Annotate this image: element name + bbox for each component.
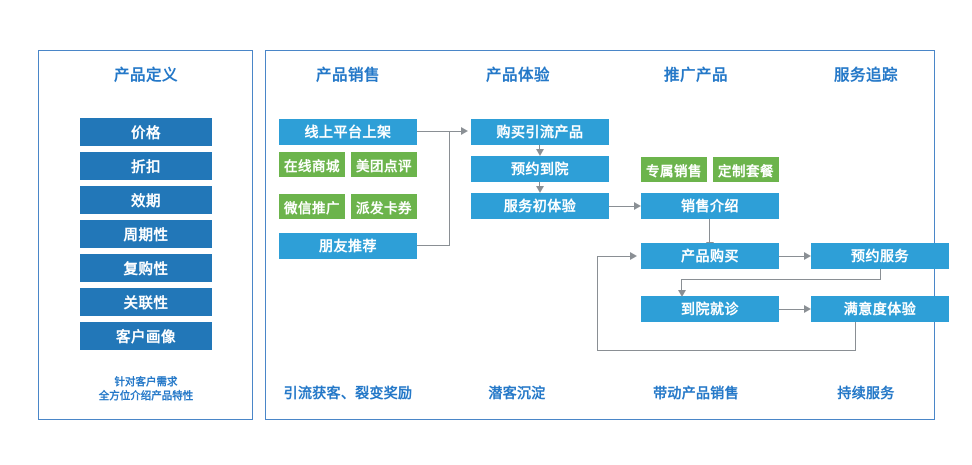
definition-item-repurchase[interactable]: 复购性: [80, 254, 212, 282]
definition-item-relevance[interactable]: 关联性: [80, 288, 212, 316]
connector-book-service-down: [880, 269, 882, 280]
arrowhead-merge-to-buy-traffic: [461, 127, 468, 135]
definition-item-discount[interactable]: 折扣: [80, 152, 212, 180]
connector-feedback-down: [855, 322, 857, 351]
connector-platform-to-merge: [417, 131, 450, 133]
connector-visit-to-satisfaction: [779, 309, 805, 311]
connector-buy-to-book: [539, 145, 541, 150]
node-book-service[interactable]: 预约服务: [811, 243, 949, 269]
definition-item-validity[interactable]: 效期: [80, 186, 212, 214]
definition-item-periodicity[interactable]: 周期性: [80, 220, 212, 248]
arrowhead-visit-to-satisfaction: [804, 305, 811, 313]
node-online-platform-listing[interactable]: 线上平台上架: [279, 119, 417, 145]
node-satisfaction-experience[interactable]: 满意度体验: [811, 296, 949, 322]
arrowhead-buy-to-book: [536, 149, 544, 156]
left-panel-caption-line1: 针对客户需求: [114, 376, 178, 388]
connector-feedback-left: [597, 350, 856, 352]
connector-referral-to-merge: [417, 245, 450, 247]
left-panel-caption-line2: 全方位介绍产品特性: [98, 390, 194, 402]
node-book-hospital-visit[interactable]: 预约到院: [471, 156, 609, 182]
node-dedicated-sales[interactable]: 专属销售: [641, 157, 707, 182]
column-title-promote-product: 推广产品: [663, 67, 729, 84]
connector-sales-intro-to-purchase: [709, 219, 711, 243]
connector-purchase-to-book-service: [779, 256, 805, 258]
connector-feedback-to-purchase: [597, 256, 631, 258]
connector-book-to-first-service: [539, 182, 541, 187]
node-sales-introduction[interactable]: 销售介绍: [641, 193, 779, 219]
connector-first-service-to-sales-intro: [609, 206, 635, 208]
node-meituan-review[interactable]: 美团点评: [351, 152, 417, 177]
node-custom-package[interactable]: 定制套餐: [713, 157, 779, 182]
arrowhead-feedback-to-purchase: [630, 252, 637, 260]
node-hospital-visit[interactable]: 到院就诊: [641, 296, 779, 322]
column-footer-product-experience: 潜客沉淀: [488, 385, 546, 401]
node-wechat-promotion[interactable]: 微信推广: [279, 194, 345, 219]
column-title-product-sales: 产品销售: [315, 67, 381, 84]
connector-book-service-left: [681, 279, 881, 281]
column-footer-product-sales: 引流获客、裂变奖励: [283, 385, 413, 401]
node-online-mall[interactable]: 在线商城: [279, 152, 345, 177]
node-first-service-experience[interactable]: 服务初体验: [471, 193, 609, 219]
node-friend-referral[interactable]: 朋友推荐: [279, 233, 417, 259]
arrowhead-purchase-to-book-service: [804, 252, 811, 260]
arrowhead-book-to-first-service: [536, 186, 544, 193]
connector-merge-to-experience: [449, 131, 461, 133]
arrowhead-book-service-to-visit: [678, 290, 686, 297]
node-product-purchase[interactable]: 产品购买: [641, 243, 779, 269]
column-footer-service-tracking: 持续服务: [837, 385, 895, 401]
definition-item-customer-profile[interactable]: 客户画像: [80, 322, 212, 350]
column-title-product-experience: 产品体验: [485, 67, 551, 84]
connector-merge-vertical: [449, 131, 451, 246]
connector-feedback-up: [597, 256, 599, 351]
node-buy-traffic-product[interactable]: 购买引流产品: [471, 119, 609, 145]
arrowhead-first-service-to-sales-intro: [634, 202, 641, 210]
column-title-service-tracking: 服务追踪: [833, 67, 899, 84]
connector-book-service-to-visit: [681, 279, 683, 291]
definition-item-price[interactable]: 价格: [80, 118, 212, 146]
column-footer-promote-product: 带动产品销售: [653, 385, 739, 401]
left-panel-title: 产品定义: [113, 67, 179, 84]
node-card-coupon-distribution[interactable]: 派发卡券: [351, 194, 417, 219]
